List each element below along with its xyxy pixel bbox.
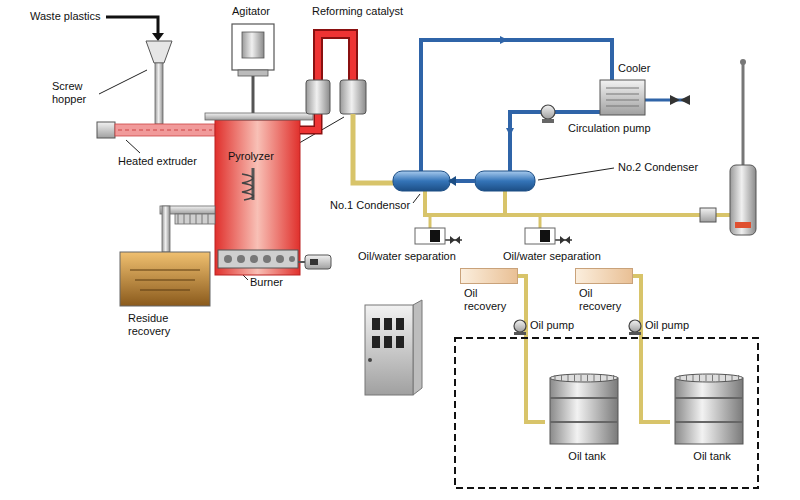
leader-lines (99, 70, 614, 280)
oil-recovery-tray (575, 268, 633, 284)
part-label: Heated extruder (118, 155, 197, 168)
part-label: Oil pump (530, 319, 574, 332)
tank-enclosure (455, 338, 758, 488)
part-label: Waste plastics (30, 10, 101, 23)
feed-arrow (106, 17, 164, 41)
residue-tank (120, 252, 210, 306)
part-label: Reforming catalyst (312, 5, 403, 18)
oil-tank: Oil tank (670, 372, 754, 463)
part-label: Oil/water separation (358, 250, 456, 263)
part-label: Oil/water separation (503, 250, 601, 263)
node-text: Oil recovery (460, 287, 518, 313)
oil-pipe (633, 276, 670, 422)
part-label: No.1 Condensor (330, 199, 410, 212)
node-text: Oil tank (670, 450, 754, 463)
oil-recovery-box: Oil recovery (460, 268, 518, 313)
oil-pipe (518, 276, 545, 422)
node-text: Oil tank (545, 450, 629, 463)
oil-drum (670, 372, 748, 447)
cooler (541, 80, 645, 123)
part-label: Circulation pump (568, 122, 651, 135)
oil-drum (545, 372, 623, 447)
heated-extruder (97, 122, 215, 138)
burner (218, 250, 331, 269)
pyrolyzer-vessel (160, 113, 313, 275)
part-label: Burner (250, 276, 283, 289)
part-label: Residue recovery (128, 312, 190, 338)
reforming-catalyst (300, 34, 366, 130)
part-label: Cooler (618, 62, 650, 75)
agitator (232, 24, 274, 113)
control-panel (365, 300, 422, 395)
gas-flare (700, 59, 756, 235)
part-label: Oil pump (645, 319, 689, 332)
node-text: Oil recovery (575, 287, 633, 313)
part-label: No.2 Condenser (618, 161, 698, 174)
part-label: Screw hopper (52, 80, 97, 106)
oil-recovery-box: Oil recovery (575, 268, 633, 313)
oil-tank: Oil tank (545, 372, 629, 463)
oil-water-separators (415, 228, 572, 244)
condensers (393, 171, 535, 191)
screw-hopper (146, 41, 172, 124)
oil-recovery-tray (460, 268, 518, 284)
part-label: Agitator (232, 5, 270, 18)
part-label: Pyrolyzer (228, 150, 274, 163)
